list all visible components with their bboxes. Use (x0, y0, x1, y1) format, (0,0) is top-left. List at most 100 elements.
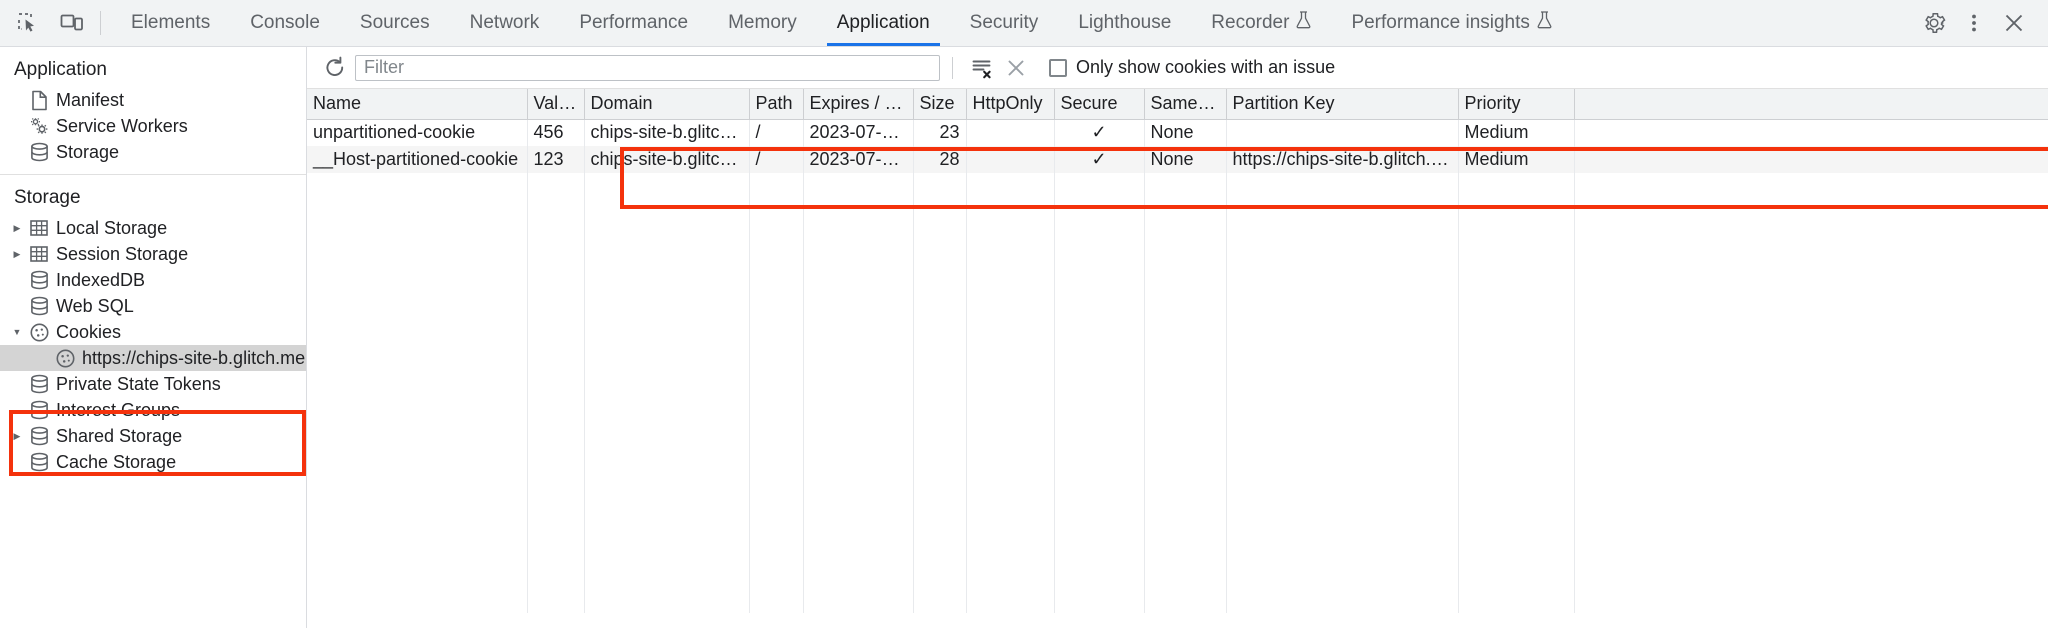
tab-label: Lighthouse (1078, 12, 1172, 33)
close-icon[interactable] (1994, 11, 2034, 35)
chevron-down-icon[interactable]: ▼ (12, 327, 22, 337)
sidebar-item-label: Shared Storage (56, 425, 183, 446)
toolbar-right-actions (1889, 0, 2048, 46)
sidebar-item-service-workers[interactable]: Service Workers (0, 113, 306, 139)
cell-domain: chips-site-b.glitch.me (584, 146, 750, 173)
cell-name: __Host-partitioned-cookie (307, 146, 528, 173)
cell-httponly (966, 146, 1055, 173)
sidebar-item-web-sql[interactable]: Web SQL (0, 293, 306, 319)
experiment-flask-icon (1296, 11, 1311, 35)
sidebar-item-indexeddb[interactable]: IndexedDB (0, 267, 306, 293)
chevron-right-icon[interactable]: ▶ (13, 222, 21, 233)
cookies-table-container: Name Value Domain Path Expires / M… Size… (307, 89, 2048, 628)
sidebar-item-private-state-tokens[interactable]: Private State Tokens (0, 371, 306, 397)
tab-label: Console (250, 12, 320, 33)
sidebar-item-local-storage[interactable]: ▶ Local Storage (0, 215, 306, 241)
sidebar-item-shared-storage[interactable]: ▶ Shared Storage (0, 423, 306, 449)
table-grid-icon (26, 244, 52, 264)
cookies-filter-toolbar: Only show cookies with an issue (307, 47, 2048, 89)
sidebar-item-storage[interactable]: Storage (0, 139, 306, 165)
sidebar-item-label: Interest Groups (56, 399, 181, 420)
cell-spacer (1574, 119, 2048, 146)
cell-path: / (749, 119, 804, 146)
column-header-domain[interactable]: Domain (584, 89, 750, 120)
manifest-document-icon (26, 90, 52, 111)
column-header-value[interactable]: Value (527, 89, 585, 120)
table-grid-icon (26, 218, 52, 238)
tab-recorder[interactable]: Recorder (1191, 0, 1331, 46)
column-header-partition-key[interactable]: Partition Key (1226, 89, 1459, 120)
sidebar-item-label: Cache Storage (56, 451, 177, 472)
cell-priority: Medium (1458, 146, 1575, 173)
tab-label: Recorder (1211, 12, 1290, 33)
cell-name: unpartitioned-cookie (307, 119, 528, 146)
cell-expires: 2023-07-07… (803, 146, 914, 173)
devtools-tabbar: Elements Console Sources Network Perform… (0, 0, 2048, 47)
tab-sources[interactable]: Sources (340, 0, 450, 46)
chevron-right-icon[interactable]: ▶ (13, 248, 21, 259)
more-options-icon[interactable] (1954, 11, 1994, 35)
cell-samesite: None (1144, 119, 1227, 146)
sidebar-item-manifest[interactable]: Manifest (0, 87, 306, 113)
table-row[interactable]: unpartitioned-cookie 456 chips-site-b.gl… (307, 119, 2048, 146)
sidebar-item-interest-groups[interactable]: Interest Groups (0, 397, 306, 423)
column-header-path[interactable]: Path (749, 89, 804, 120)
tab-performance[interactable]: Performance (559, 0, 708, 46)
cookies-table: Name Value Domain Path Expires / M… Size… (307, 89, 2048, 613)
chevron-right-icon[interactable]: ▶ (13, 430, 21, 441)
tab-security[interactable]: Security (950, 0, 1059, 46)
sidebar-item-cache-storage[interactable]: Cache Storage (0, 449, 306, 475)
column-header-size[interactable]: Size (913, 89, 967, 120)
table-row[interactable]: __Host-partitioned-cookie 123 chips-site… (307, 146, 2048, 173)
refresh-icon[interactable] (315, 52, 355, 84)
cookie-icon (26, 322, 52, 343)
table-empty-rows (307, 173, 2048, 613)
clear-filters-icon[interactable] (965, 53, 999, 83)
tab-application[interactable]: Application (817, 0, 950, 46)
sidebar-item-label: IndexedDB (56, 269, 146, 290)
device-toolbar-icon[interactable] (50, 0, 94, 46)
sidebar-item-session-storage[interactable]: ▶ Session Storage (0, 241, 306, 267)
tab-lighthouse[interactable]: Lighthouse (1058, 0, 1191, 46)
tab-label: Performance (579, 12, 689, 33)
column-header-priority[interactable]: Priority (1458, 89, 1575, 120)
cell-partition-key: https://chips-site-b.glitch.me (1226, 146, 1459, 173)
cell-httponly (966, 119, 1055, 146)
panel-tabs: Elements Console Sources Network Perform… (111, 0, 1572, 46)
sidebar-item-cookies[interactable]: ▼ Cookies (0, 319, 306, 345)
sidebar-item-cookie-origin[interactable]: https://chips-site-b.glitch.me (0, 345, 306, 371)
column-header-expires[interactable]: Expires / M… (803, 89, 914, 120)
tab-network[interactable]: Network (450, 0, 560, 46)
database-icon (26, 296, 52, 316)
cell-value: 456 (527, 119, 585, 146)
column-header-spacer (1574, 89, 2048, 120)
tab-label: Elements (131, 12, 211, 33)
tab-elements[interactable]: Elements (111, 0, 230, 46)
tab-performance-insights[interactable]: Performance insights (1331, 0, 1571, 46)
table-header-row: Name Value Domain Path Expires / M… Size… (307, 89, 2048, 120)
tab-label: Performance insights (1351, 12, 1530, 33)
column-header-name[interactable]: Name (307, 89, 528, 120)
tab-memory[interactable]: Memory (708, 0, 817, 46)
cell-path: / (749, 146, 804, 173)
only-issues-label: Only show cookies with an issue (1076, 57, 1336, 77)
column-header-secure[interactable]: Secure (1054, 89, 1145, 120)
database-icon (26, 374, 52, 394)
column-header-samesite[interactable]: SameSite (1144, 89, 1227, 120)
clear-x-icon[interactable] (999, 53, 1033, 83)
application-sidebar: Application Manifest Service Workers (0, 47, 307, 628)
only-issues-checkbox-wrapper[interactable]: Only show cookies with an issue (1049, 57, 1335, 78)
column-header-httponly[interactable]: HttpOnly (966, 89, 1055, 120)
toolbar-divider (952, 56, 953, 79)
cookies-panel: Only show cookies with an issue Name Val… (307, 47, 2048, 628)
tab-console[interactable]: Console (230, 0, 340, 46)
sidebar-item-label: Storage (56, 141, 120, 162)
sidebar-item-label: Cookies (56, 321, 122, 342)
cell-priority: Medium (1458, 119, 1575, 146)
tab-label: Security (969, 12, 1039, 33)
filter-input[interactable] (355, 54, 940, 81)
sidebar-section-application: Application Manifest Service Workers (0, 47, 306, 174)
inspect-element-icon[interactable] (6, 0, 50, 46)
only-issues-checkbox[interactable] (1049, 58, 1067, 77)
gear-icon[interactable] (1914, 11, 1954, 35)
